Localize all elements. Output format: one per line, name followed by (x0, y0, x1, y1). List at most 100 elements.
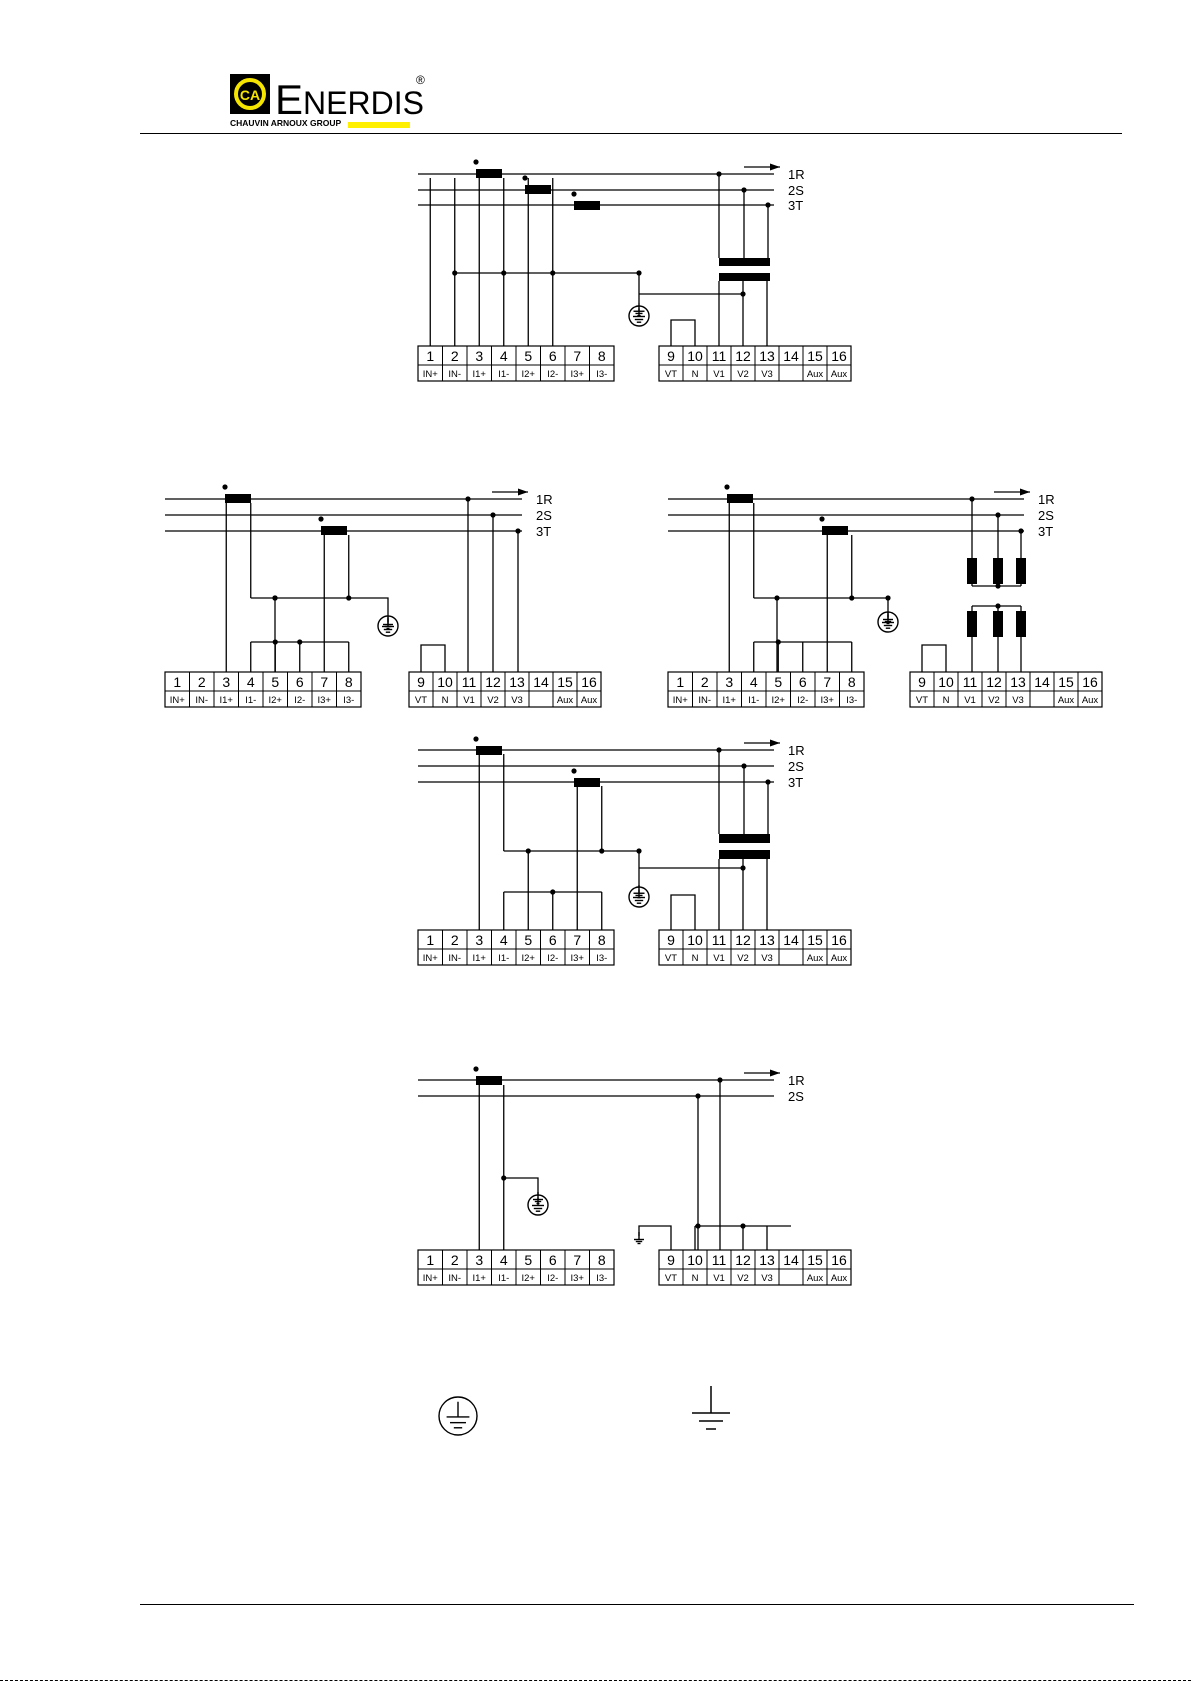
wiring-diagram-3: 1IN+2IN-3I1+4I1-5I2+6I2-7I3+8I3-9VT10N11… (667, 484, 1103, 708)
terminal-function: V2 (988, 695, 1000, 706)
terminal-number: 3 (725, 674, 733, 690)
terminal-function: N (442, 695, 449, 706)
terminal-function: V1 (713, 369, 725, 380)
current-transformer (574, 778, 600, 787)
junction-dot (571, 191, 577, 197)
junction-dot (222, 484, 228, 490)
junction-dot (885, 595, 891, 601)
terminal-function: V1 (713, 953, 725, 964)
terminal-number: 1 (676, 674, 684, 690)
terminal-function: I2+ (269, 695, 283, 706)
junction-dot (724, 484, 730, 490)
current-transformer (574, 201, 600, 210)
terminal-function: VT (665, 369, 677, 380)
junction-dot (740, 291, 746, 297)
phase-label-2s: 2S (536, 508, 552, 523)
wire (503, 850, 640, 887)
terminal-function: N (692, 1273, 699, 1284)
phase-label-1r: 1R (788, 743, 805, 758)
terminal-function: I1+ (473, 369, 487, 380)
junction-dot (599, 848, 605, 854)
logo-mark-ring (234, 78, 266, 110)
junction-dot (695, 1223, 701, 1229)
earth-ground-icon (692, 1386, 730, 1430)
terminal-number: 7 (823, 674, 831, 690)
arrow-head (518, 488, 528, 496)
terminal-number: 14 (783, 1252, 799, 1268)
terminal-function: IN+ (673, 695, 689, 706)
terminal-function: I2- (547, 369, 558, 380)
enerdis-logo: CA ENERDIS ® CHAUVIN ARNOUX GROUP (228, 70, 428, 132)
terminal-function: Aux (1082, 695, 1099, 706)
terminal-function: I3- (846, 695, 857, 706)
phase-label-3t: 3T (536, 524, 551, 539)
junction-dot (297, 639, 303, 645)
current-transformer (727, 494, 753, 503)
arrow-head (1020, 488, 1030, 496)
terminal-function: I2- (797, 695, 808, 706)
phase-label-1r: 1R (788, 167, 805, 182)
wire (921, 644, 947, 672)
terminal-number: 5 (524, 932, 532, 948)
terminal-function: V3 (761, 1273, 773, 1284)
terminal-number: 6 (799, 674, 807, 690)
terminal-number: 6 (296, 674, 304, 690)
terminal-number: 12 (735, 348, 751, 364)
protective-earth-icon (527, 1194, 549, 1216)
earth-ground-icon (634, 1232, 644, 1245)
terminal-function: V3 (511, 695, 523, 706)
terminal-number: 1 (173, 674, 181, 690)
junction-dot (318, 516, 324, 522)
terminal-number: 9 (667, 932, 675, 948)
terminal-number: 4 (500, 932, 508, 948)
wiring-diagram-1: 1IN+2IN-3I1+4I1-5I2+6I2-7I3+8I3-9VT10N11… (417, 159, 852, 382)
terminal-number: 12 (735, 1252, 751, 1268)
terminal-function: V3 (761, 369, 773, 380)
terminal-number: 7 (573, 348, 581, 364)
terminal-number: 4 (500, 1252, 508, 1268)
terminal-number: 9 (918, 674, 926, 690)
terminal-block: 1IN+2IN-3I1+4I1-5I2+6I2-7I3+8I3- (667, 671, 865, 708)
terminal-number: 13 (759, 348, 775, 364)
terminal-number: 5 (524, 1252, 532, 1268)
terminal-number: 16 (1082, 674, 1098, 690)
terminal-number: 3 (222, 674, 230, 690)
terminal-number: 3 (475, 1252, 483, 1268)
terminal-number: 7 (573, 932, 581, 948)
terminal-number: 5 (271, 674, 279, 690)
terminal-number: 4 (750, 674, 758, 690)
terminal-function: I3+ (571, 1273, 585, 1284)
protective-earth-icon (377, 615, 399, 637)
terminal-number: 16 (831, 1252, 847, 1268)
terminal-function: V1 (463, 695, 475, 706)
terminal-number: 10 (437, 674, 453, 690)
terminal-number: 15 (557, 674, 573, 690)
terminal-function: I3- (596, 369, 607, 380)
terminal-number: 15 (1058, 674, 1074, 690)
current-transformer (525, 185, 551, 194)
terminal-number: 6 (549, 1252, 557, 1268)
registered-mark: ® (416, 73, 425, 87)
pe-ring (628, 886, 650, 908)
terminal-block: 1IN+2IN-3I1+4I1-5I2+6I2-7I3+8I3- (417, 929, 615, 966)
terminal-number: 13 (759, 1252, 775, 1268)
phase-label-2s: 2S (1038, 508, 1054, 523)
terminal-number: 1 (426, 1252, 434, 1268)
terminal-number: 1 (426, 932, 434, 948)
pe-ring (628, 305, 650, 327)
junction-dot (473, 159, 479, 165)
terminal-number: 12 (986, 674, 1002, 690)
terminal-function: I3+ (571, 369, 585, 380)
terminal-function: I3- (343, 695, 354, 706)
terminal-number: 14 (783, 348, 799, 364)
terminal-function: I2+ (772, 695, 786, 706)
current-transformer (476, 169, 502, 178)
junction-dot (473, 736, 479, 742)
terminal-number: 14 (1034, 674, 1050, 690)
wiring-diagram-4: 1IN+2IN-3I1+4I1-5I2+6I2-7I3+8I3- 9VT10N11… (417, 736, 852, 966)
protective-earth-icon (877, 611, 899, 633)
terminal-number: 7 (320, 674, 328, 690)
brand-name: ENERDIS (275, 76, 424, 123)
terminal-number: 15 (807, 1252, 823, 1268)
